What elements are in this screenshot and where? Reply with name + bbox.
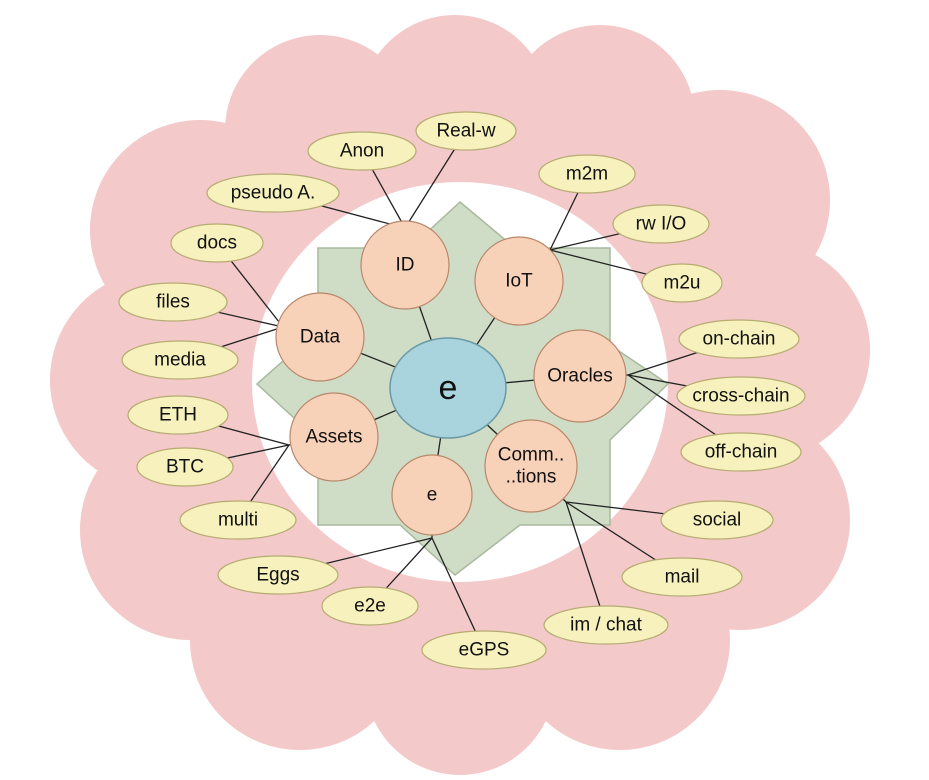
leaf-label-comms-2: im / chat: [570, 615, 643, 636]
leaf-node-iot-2: m2u: [641, 263, 723, 303]
leaf-node-iot-0: m2m: [538, 154, 636, 194]
leaf-label-comms-0: social: [693, 510, 742, 531]
category-label-oracles: Oracles: [547, 366, 612, 387]
leaf-label-assets-0: ETH: [159, 405, 197, 426]
leaf-node-oracles-0: on-chain: [678, 319, 800, 359]
category-label-e: e: [427, 485, 438, 506]
category-node-comms: Comm....tions: [484, 419, 578, 513]
leaf-label-assets-1: BTC: [166, 457, 204, 478]
category-node-id: ID: [360, 220, 450, 310]
category-node-e: e: [391, 454, 473, 536]
leaf-label-iot-1: rw I/O: [636, 214, 687, 235]
category-label2-comms: ..tions: [506, 467, 557, 488]
leaf-node-oracles-1: cross-chain: [676, 376, 806, 416]
leaf-node-data-1: files: [118, 282, 228, 322]
leaf-node-comms-0: social: [660, 500, 774, 540]
leaf-label-oracles-1: cross-chain: [692, 386, 789, 407]
leaf-label-e-1: e2e: [354, 596, 386, 617]
leaf-label-id-0: Anon: [340, 141, 384, 162]
category-label-assets: Assets: [305, 427, 362, 448]
leaf-node-assets-2: multi: [179, 500, 297, 540]
leaf-label-iot-0: m2m: [566, 164, 608, 185]
leaf-node-assets-0: ETH: [127, 395, 229, 435]
leaf-node-id-2: pseudo A.: [206, 173, 340, 213]
leaf-label-id-1: Real-w: [436, 121, 495, 142]
category-label-data: Data: [300, 327, 341, 348]
category-label-comms: Comm..: [498, 445, 565, 466]
leaf-node-e-2: eGPS: [421, 630, 547, 670]
leaf-node-comms-1: mail: [621, 557, 743, 597]
leaf-label-e-2: eGPS: [459, 640, 510, 661]
leaf-label-data-1: files: [156, 292, 190, 313]
core-node: e: [389, 337, 507, 439]
leaf-node-e-0: Eggs: [217, 555, 339, 595]
leaf-label-oracles-2: off-chain: [705, 442, 778, 463]
leaf-node-id-1: Real-w: [415, 111, 517, 151]
core-label: e: [439, 369, 458, 407]
leaf-node-iot-1: rw I/O: [612, 204, 710, 244]
nodes: e ID Anon Real-w pseudo A. IoT m2m rw I/O m2uDat…: [118, 111, 806, 670]
leaf-node-data-0: docs: [170, 223, 264, 263]
leaf-label-e-0: Eggs: [256, 565, 299, 586]
category-node-oracles: Oracles: [533, 329, 627, 423]
leaf-node-e-1: e2e: [321, 586, 419, 626]
leaf-node-comms-2: im / chat: [543, 605, 669, 645]
leaf-label-oracles-0: on-chain: [703, 329, 776, 350]
leaf-node-assets-1: BTC: [136, 447, 234, 487]
category-node-assets: Assets: [289, 392, 379, 482]
category-label-id: ID: [396, 255, 415, 276]
leaf-label-data-0: docs: [197, 233, 237, 254]
leaf-label-comms-1: mail: [665, 567, 700, 588]
leaf-label-id-2: pseudo A.: [231, 183, 316, 204]
leaf-node-data-2: media: [121, 340, 239, 380]
category-node-data: Data: [275, 292, 365, 382]
edge-comms-leaf-2: [565, 501, 607, 626]
leaf-label-data-2: media: [154, 350, 206, 371]
leaf-node-id-0: Anon: [307, 131, 417, 171]
leaf-node-oracles-2: off-chain: [680, 432, 802, 472]
category-node-iot: IoT: [474, 236, 564, 326]
leaf-label-assets-2: multi: [218, 510, 258, 531]
category-label-iot: IoT: [505, 271, 533, 292]
leaf-label-iot-2: m2u: [664, 273, 701, 294]
